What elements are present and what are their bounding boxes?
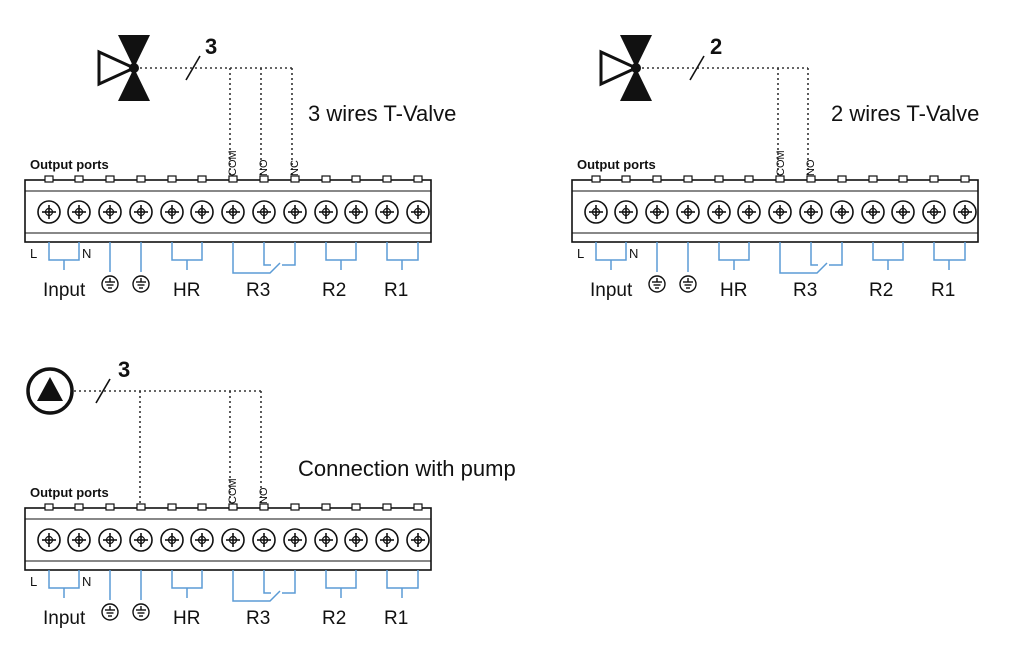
valve-icon [599,35,652,101]
r2-label: R2 [322,608,346,629]
output-ports-label: Output ports [577,157,656,172]
diagram-caption: 2 wires T-Valve [831,101,979,126]
terminal-label-nc: NC [289,160,301,176]
diagram-caption: 3 wires T-Valve [308,101,456,126]
r1-label: R1 [384,280,408,301]
neutral-label: N [629,246,638,261]
line-label: L [577,246,584,261]
diagram-2-wire-valve: 2 2 wires T-Valve COM NO Output ports [571,34,979,301]
hr-label: HR [173,608,200,629]
terminal-label-com: COM [775,150,787,176]
wire-count: 3 [118,357,130,382]
internal-wiring [48,570,419,602]
output-ports-label: Output ports [30,485,109,500]
internal-wiring [48,242,419,274]
r1-label: R1 [384,608,408,629]
r1-label: R1 [931,280,955,301]
neutral-label: N [82,246,91,261]
r2-label: R2 [322,280,346,301]
input-label: Input [43,280,86,301]
pump-icon [26,367,74,415]
internal-wiring [595,242,966,274]
terminal-label-no: NO [805,159,817,176]
valve-icon [97,35,150,101]
ground-icon [648,275,666,293]
terminal-block [24,175,432,243]
r3-label: R3 [246,608,270,629]
terminal-label-no: NO [258,159,270,176]
output-ports-label: Output ports [30,157,109,172]
diagram-pump: 3 Connection with pump COM NO Output por… [24,357,516,629]
input-label: Input [590,280,633,301]
r3-label: R3 [793,280,817,301]
ground-icon [132,603,150,621]
hr-label: HR [720,280,747,301]
neutral-label: N [82,574,91,589]
terminal-block [24,503,432,571]
r2-label: R2 [869,280,893,301]
line-label: L [30,246,37,261]
ground-icon [101,275,119,293]
hr-label: HR [173,280,200,301]
wire-count: 3 [205,34,217,59]
terminal-label-com: COM [227,150,239,176]
ground-icon [679,275,697,293]
diagram-caption: Connection with pump [298,456,516,481]
line-label: L [30,574,37,589]
wire-count: 2 [710,34,722,59]
terminal-label-no: NO [258,487,270,504]
ground-icon [101,603,119,621]
r3-label: R3 [246,280,270,301]
terminal-block [571,175,979,243]
input-label: Input [43,608,86,629]
diagram-3-wire-valve: 3 3 wires T-Valve COM NO NC Output ports [24,34,456,301]
ground-icon [132,275,150,293]
terminal-label-com: COM [227,478,239,504]
